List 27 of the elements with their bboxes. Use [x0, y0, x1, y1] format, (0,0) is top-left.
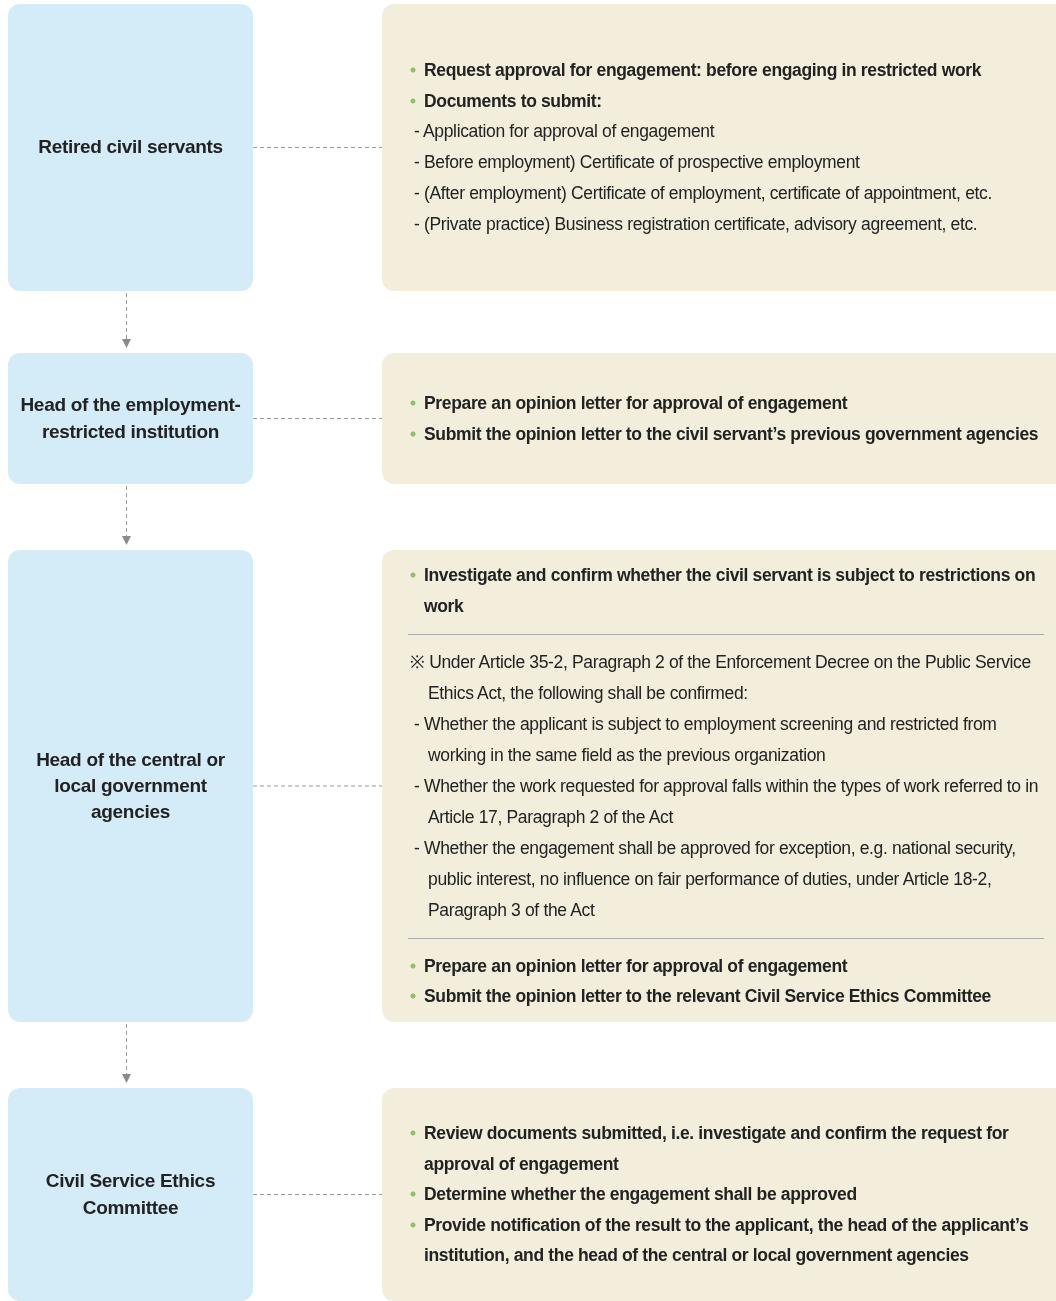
arrow [122, 292, 131, 348]
dash-item: - Whether the work requested for approval falls within the types of work referred to in Article 17, Paragraph 2 of the Act [413, 774, 1040, 829]
step-box [8, 4, 253, 291]
connector-line [252, 785, 383, 787]
step-box [8, 1088, 253, 1301]
dash-item: - Whether the engagement shall be approved for exception, e.g. national security, public interest, no influence on fair performance of duties, under Article 18-2, Paragraph 3 of the Act [413, 836, 1017, 922]
connector-line [252, 418, 383, 419]
description-panel [382, 1088, 1056, 1301]
description-panel [382, 4, 1056, 291]
dash-item: - (Private practice) Business registration certificate, advisory agreement, etc. [413, 213, 979, 237]
connector-line [252, 147, 383, 148]
dash-item: - Whether the applicant is subject to employment screening and restricted from working in the same field as the previous organization [413, 712, 998, 767]
connector-line [252, 1194, 383, 1195]
step-box [8, 353, 253, 484]
step-label: Head of the central or local government agencies [35, 747, 226, 825]
dash-item: - (After employment) Certificate of employment, certificate of appointment, etc. [413, 182, 993, 206]
step-box [8, 550, 253, 1022]
description-panel [382, 353, 1056, 484]
step-label: Retired civil servants [37, 135, 224, 160]
arrow [122, 485, 131, 545]
dash-item: - Before employment) Certificate of prospective employment [413, 151, 861, 175]
description-panel [382, 550, 1056, 1022]
note-text: ※ Under Article 35-2, Paragraph 2 of the Enforcement Decree on the Public Service Ethics Act, the following shall be confirmed: [410, 650, 1032, 705]
step-label: Civil Service Ethics Committee [44, 1169, 217, 1220]
step-label: Head of the employment-restricted institution [19, 393, 242, 444]
arrow [122, 1023, 131, 1083]
dash-item: - Application for approval of engagement [413, 120, 716, 144]
